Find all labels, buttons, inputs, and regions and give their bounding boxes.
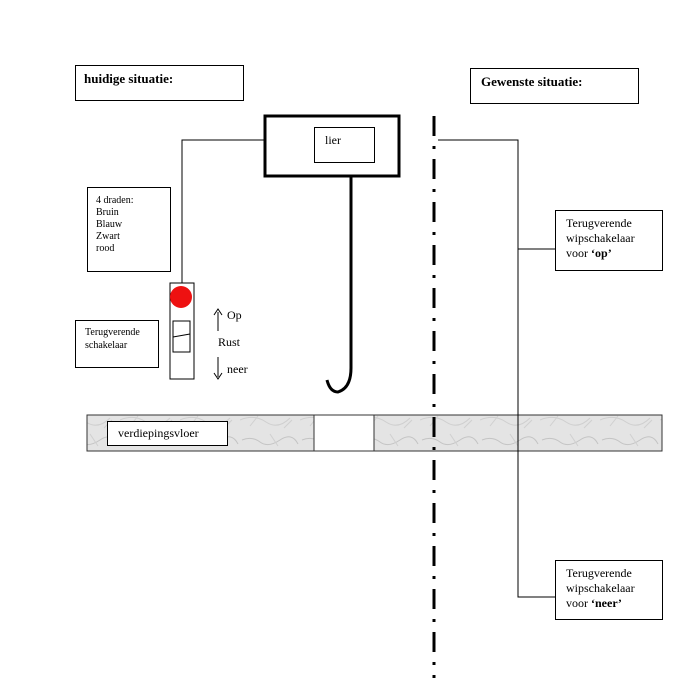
switch-up-line1: Terugverende [566,216,632,230]
switch-up-line3: voor ‘op’ [566,246,612,260]
winch-cable-hook [325,176,353,394]
current-situation-label: huidige situatie: [84,71,174,86]
wire-red: rood [96,243,115,254]
floor-label-box: verdiepingsvloer [107,421,228,446]
label-rest: Rust [218,335,241,349]
floor-opening [313,414,375,452]
winch-label-box: lier [314,127,375,163]
switch-down-line1: Terugverende [566,566,632,580]
desired-situation-label: Gewenste situatie: [481,74,583,89]
label-up: Op [227,308,242,322]
floor-label: verdiepingsvloer [118,426,199,440]
wires-title: 4 draden: [96,195,134,206]
wire-blue: Blauw [96,219,123,230]
switch-down-line2: wipschakelaar [566,581,635,595]
spring-switch-line1: Terugverende [85,327,140,338]
wires-box: 4 draden: Bruin Blauw Zwart rood [87,187,171,272]
spring-switch-line2: schakelaar [85,340,128,351]
switch-rocker-line [172,333,191,338]
switch-up-box: Terugverende wipschakelaar voor ‘op’ [555,210,663,271]
switch-down-line3: voor ‘neer’ [566,596,622,610]
wire-brown: Bruin [96,207,119,218]
wire-right [438,139,555,598]
desired-situation-box: Gewenste situatie: [470,68,639,104]
wire-left [181,139,265,285]
switch-up-line2: wipschakelaar [566,231,635,245]
label-down: neer [227,362,248,376]
wire-black: Zwart [96,231,120,242]
spring-switch-box: Terugverende schakelaar [75,320,159,368]
indicator-light [170,286,192,308]
winch-label: lier [325,133,341,147]
switch-down-box: Terugverende wipschakelaar voor ‘neer’ [555,560,663,620]
current-situation-box: huidige situatie: [75,65,244,101]
